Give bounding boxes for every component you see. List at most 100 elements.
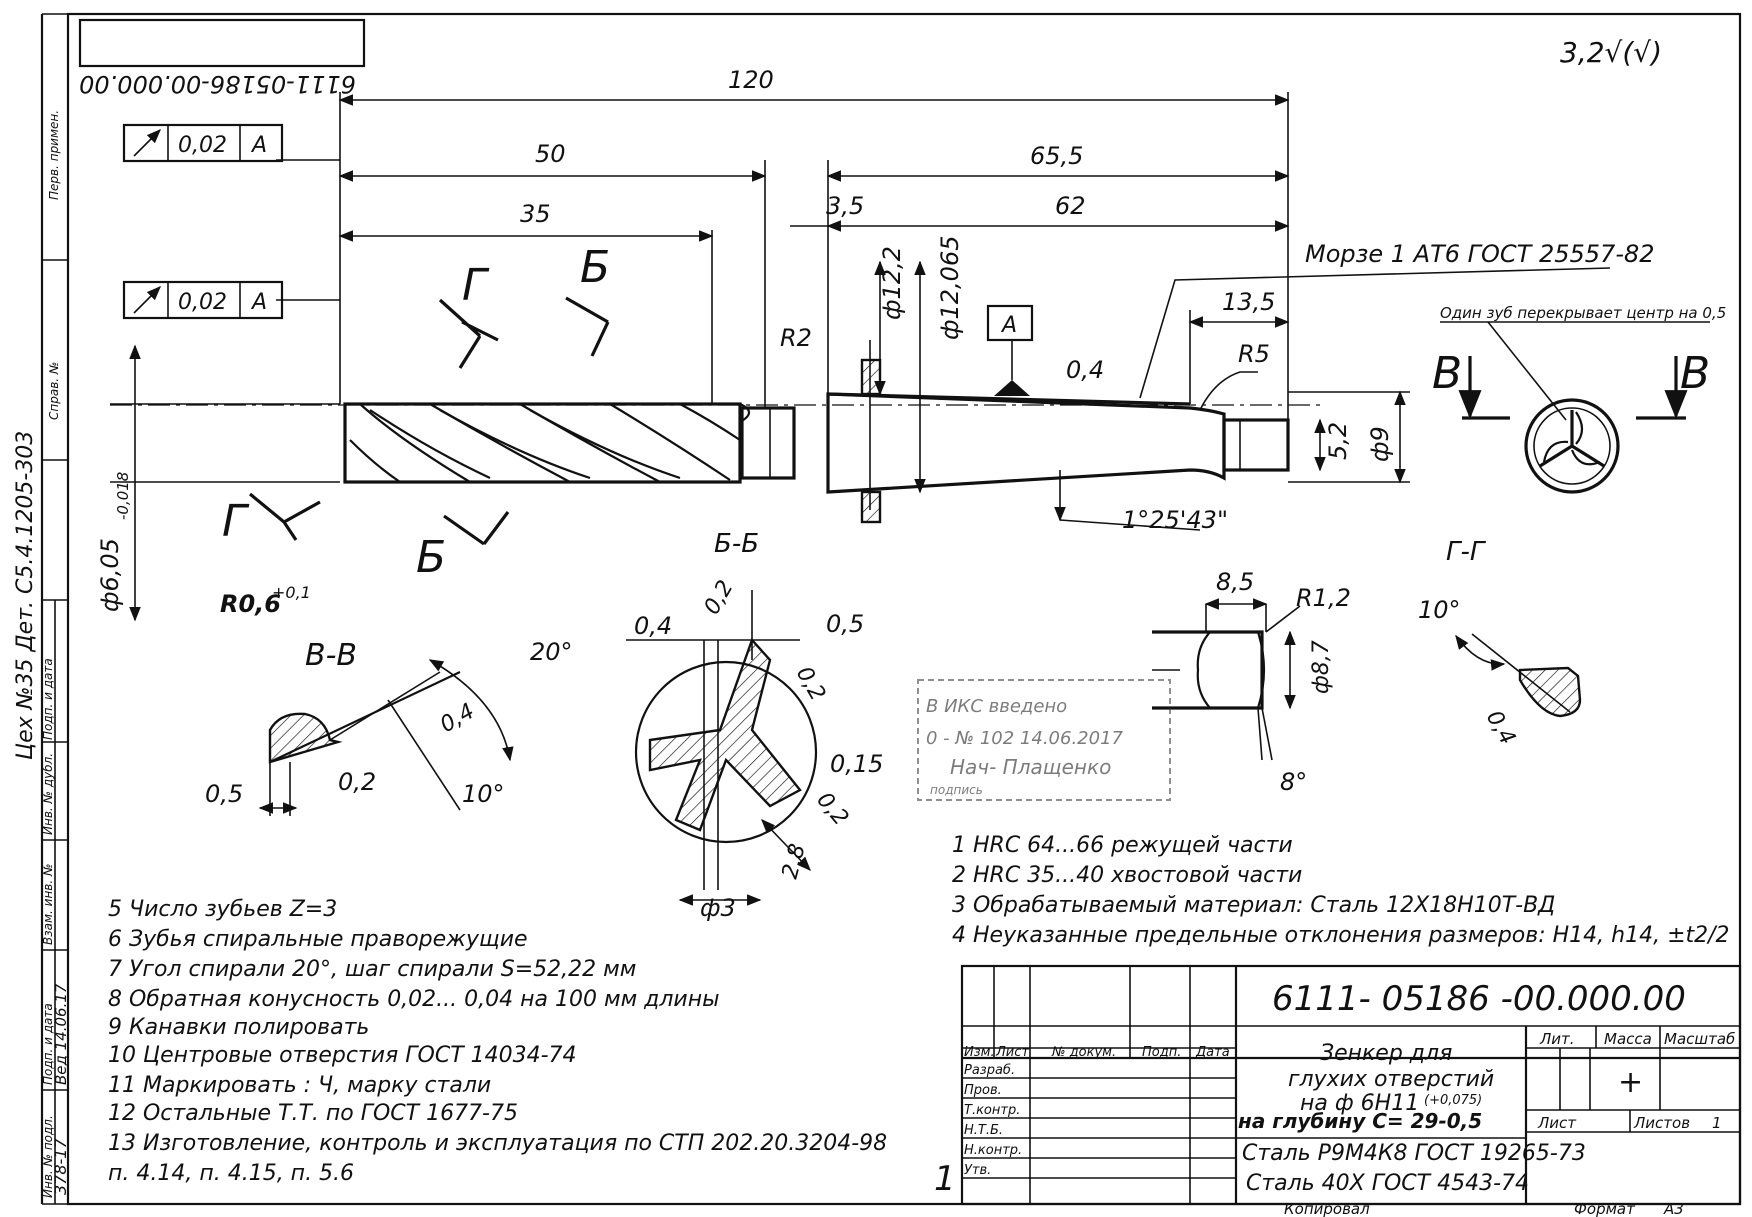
- note-5: 5 Число зубьев Z=3: [108, 897, 337, 922]
- material-1: Сталь Р9М4К8 ГОСТ 19265-73: [1242, 1141, 1586, 1166]
- dim-65-5: 65,5: [1030, 142, 1083, 170]
- note-1: 1 HRC 64...66 режущей части: [952, 833, 1293, 858]
- dim-dia-6-05-tol: -0,018: [114, 472, 132, 520]
- dim-r2: R2: [780, 324, 812, 352]
- orig-inv-value: 378-17: [51, 1138, 70, 1195]
- stamp-line-3: Нач- Плащенко: [950, 755, 1111, 779]
- dim-dia-12-2: ф12,2: [878, 246, 906, 320]
- label-orig-inv: Инв. № подл.: [41, 1115, 55, 1198]
- gg-dim-0-4: 0,4: [1481, 707, 1520, 750]
- datum-a-label: A: [1000, 313, 1017, 338]
- left-strip-labels: Перв. примен. Справ. № Подп. и дата Инв.…: [41, 110, 70, 1198]
- bb-dim-0-15: 0,15: [830, 750, 883, 778]
- note-3: 3 Обрабатываемый материал: Сталь 12Х18Н1…: [952, 893, 1555, 918]
- technical-notes-left: 5 Число зубьев Z=3 6 Зубья спиральные пр…: [108, 897, 887, 1186]
- vv-angle-20: 20°: [530, 638, 573, 666]
- dimension-lines: [110, 94, 1611, 622]
- section-v-left: В: [1432, 348, 1462, 399]
- bb-dim-0-2-a: 0,2: [700, 576, 739, 619]
- runout-datum-2: A: [250, 290, 267, 315]
- dim-dia-12-065: ф12,065: [936, 236, 964, 341]
- label-scale: Масштаб: [1664, 1030, 1735, 1048]
- label-mass: Масса: [1604, 1030, 1652, 1048]
- part-name-line-3: на ф 6Н11: [1300, 1091, 1419, 1116]
- sheet-number-big: 1: [934, 1159, 956, 1199]
- stamp-line-1: В ИКС введено: [926, 696, 1067, 717]
- row-nkontr: Н.контр.: [964, 1143, 1022, 1158]
- tang: [1222, 418, 1290, 472]
- scale-value: +: [1618, 1065, 1643, 1100]
- label-format: Формат: [1574, 1200, 1636, 1217]
- col-list: Лист: [995, 1045, 1029, 1060]
- bb-dim-0-5: 0,5: [826, 610, 864, 638]
- col-doc: № докум.: [1051, 1045, 1116, 1060]
- label-swap-inv: Взам. инв. №: [41, 864, 55, 945]
- section-b-top: Б: [580, 242, 610, 293]
- section-bb-title: Б-Б: [714, 529, 759, 559]
- runout-frame-1: 0,02 A: [122, 123, 284, 163]
- label-lit: Лит.: [1539, 1030, 1575, 1048]
- runout-datum-1: A: [250, 133, 267, 158]
- bb-dim-0-2-b: 0,2: [791, 663, 830, 706]
- runout-value-2: 0,02: [178, 290, 227, 315]
- note-7: 7 Угол спирали 20°, шаг спирали S=52,22 …: [108, 957, 636, 982]
- vv-dim-0-4: 0,4: [436, 699, 479, 738]
- row-prov: Пров.: [964, 1083, 1002, 1098]
- dim-120: 120: [728, 66, 774, 94]
- tail-detail: 8,5 R1,2 ф8,7 8°: [1152, 568, 1351, 796]
- note-12: 12 Остальные Т.Т. по ГОСТ 1677-75: [108, 1101, 518, 1126]
- sheets-value: 1: [1712, 1114, 1722, 1132]
- dim-dia-6-05: ф6,05: [96, 538, 124, 612]
- drawing-number-mirrored-box: 6111-05186-00.000.00: [78, 18, 366, 98]
- approval-stamp: В ИКС введено 0 - № 102 14.06.2017 Нач- …: [917, 679, 1171, 801]
- depth-note: на глубину С= 29-0,5: [1238, 1109, 1482, 1133]
- dim-r5: R5: [1238, 340, 1270, 368]
- stamp-line-4: подпись: [930, 783, 983, 797]
- stamp-line-2: 0 - № 102 14.06.2017: [926, 728, 1124, 749]
- runout-frame-2: 0,02 A: [122, 280, 284, 320]
- note-2: 2 HRC 35...40 хвостовой части: [952, 863, 1302, 888]
- dim-dia-9: ф9: [1366, 426, 1394, 462]
- material-2: Сталь 40Х ГОСТ 4543-74: [1246, 1171, 1529, 1196]
- flute-body: [343, 402, 742, 484]
- tail-dim-r1-2: R1,2: [1296, 584, 1351, 612]
- dim-35: 35: [520, 200, 551, 228]
- dimension-texts: 120 50 35 65,5 3,5 62 13,5 R2 R5 R0,6 +0…: [96, 66, 1726, 618]
- section-gg: Г-Г 10° 0,4: [1418, 537, 1582, 750]
- gg-angle-10: 10°: [1418, 596, 1461, 624]
- title-number: 6111- 05186 -00.000.00: [1272, 979, 1686, 1019]
- neck: [740, 406, 796, 480]
- runout-value-1: 0,02: [178, 133, 227, 158]
- section-gg-title: Г-Г: [1446, 537, 1487, 567]
- vv-angle-10: 10°: [462, 780, 505, 808]
- label-copied: Копировал: [1284, 1200, 1370, 1217]
- dim-3-5: 3,5: [826, 192, 864, 220]
- section-bb: Б-Б 0,2 0,4 0,5 0,2 0,15 0,2 2,8 ф3: [626, 529, 883, 922]
- tail-angle-8: 8°: [1280, 768, 1307, 796]
- bb-dim-2-8: 2,8: [778, 841, 811, 881]
- label-sign-date-1: Подп. и дата: [41, 658, 55, 740]
- title-block: [960, 964, 1742, 1206]
- row-utv: Утв.: [964, 1163, 991, 1178]
- dim-wear-0-4: 0,4: [1066, 356, 1104, 384]
- section-markers: Г Б Г Б В В: [222, 242, 1710, 583]
- col-date: Дата: [1195, 1045, 1230, 1060]
- note-11: 11 Маркировать : Ч, марку стали: [108, 1073, 491, 1098]
- row-tkontr: Т.контр.: [964, 1103, 1020, 1118]
- main-view: A: [110, 92, 1320, 524]
- tooth-overlap-note: Один зуб перекрывает центр на 0,5: [1440, 304, 1726, 322]
- label-sheet: Лист: [1537, 1114, 1577, 1132]
- note-9: 9 Канавки полировать: [108, 1015, 369, 1040]
- part-name-line-1: Зенкер для: [1320, 1041, 1452, 1066]
- section-vv: В-В 20° 0,4 0,2 0,5 10°: [205, 638, 573, 816]
- section-v-right: В: [1680, 348, 1710, 399]
- bb-dim-dia-3: ф3: [700, 894, 736, 922]
- part-reference: Цех №35 Дет. С5.4.1205-303: [13, 431, 38, 760]
- dim-50: 50: [535, 140, 566, 168]
- archive-signature: Вед 14.06.17: [52, 983, 70, 1085]
- dim-r0-6-tol: +0,1: [272, 583, 311, 602]
- label-sign-date-2: Подп. и дата: [41, 1003, 55, 1085]
- vv-dim-0-2: 0,2: [338, 768, 376, 796]
- bb-dim-0-2-c: 0,2: [811, 788, 853, 831]
